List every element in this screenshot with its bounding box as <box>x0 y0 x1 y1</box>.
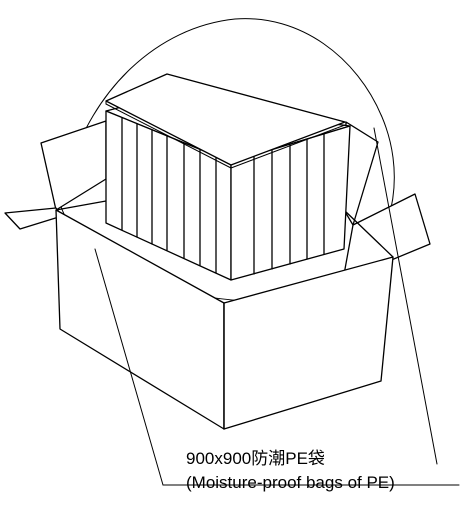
box-top-rim-right <box>343 209 394 258</box>
right-side-flap <box>342 193 431 281</box>
cover-sheet-bottom-edge <box>105 103 346 169</box>
left-back-flap <box>40 120 107 211</box>
leader-line-main <box>94 248 164 486</box>
callout-line-secondary: (Moisture-proof bags of PE) <box>186 473 395 492</box>
callout-label: 900x900防潮PE袋 (Moisture-proof bags of PE) <box>186 447 395 495</box>
callout-line-primary: 900x900防潮PE袋 <box>186 449 325 468</box>
left-side-flap <box>4 207 63 230</box>
panel-dividers <box>121 117 325 275</box>
box-top-rim-left <box>55 200 107 211</box>
leader-line-bag-link <box>373 127 438 465</box>
box-right-face <box>223 256 394 430</box>
cover-sheet <box>105 73 346 166</box>
panel-stack <box>105 73 351 281</box>
